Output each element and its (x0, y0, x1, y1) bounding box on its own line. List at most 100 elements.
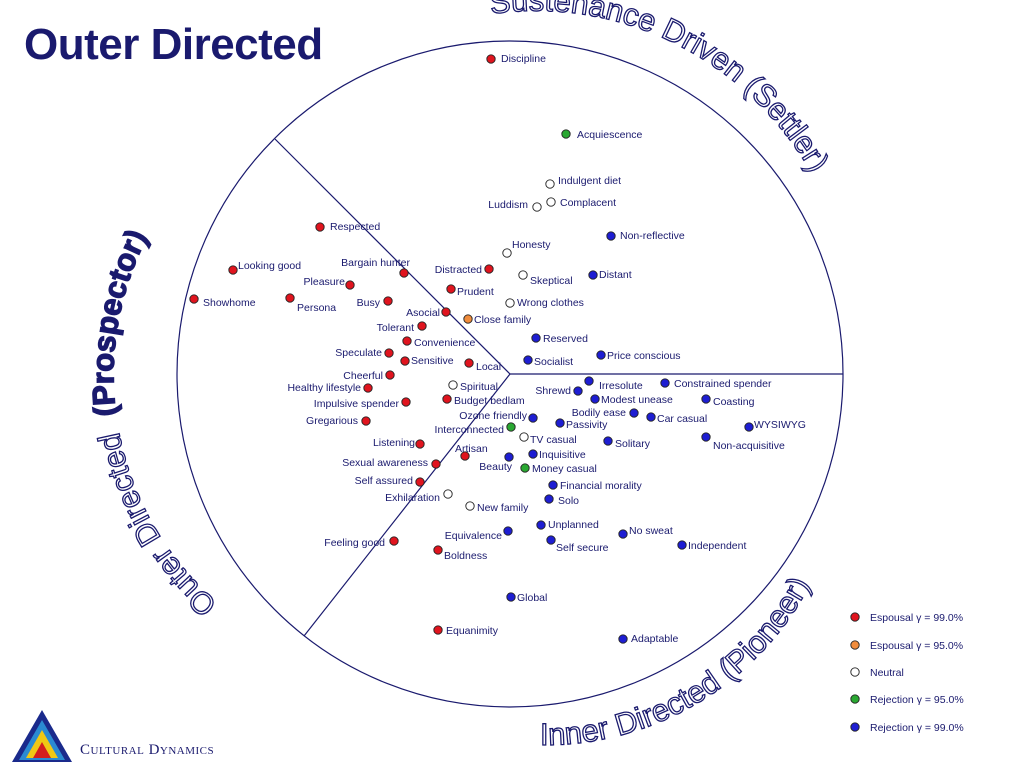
attribute-prudent: Prudent (446, 284, 494, 298)
attribute-label: Convenience (414, 337, 475, 349)
attribute-shrewd: Shrewd (535, 385, 583, 397)
attribute-dot (385, 370, 395, 380)
attribute-tolerant: Tolerant (377, 321, 427, 334)
attribute-convenience: Convenience (402, 336, 475, 349)
attribute-dot (590, 394, 600, 404)
attribute-label: Luddism (488, 199, 528, 211)
attribute-label: Interconnected (435, 424, 505, 436)
attribute-dot (399, 268, 409, 278)
attribute-new-family: New family (465, 501, 529, 514)
attribute-skeptical: Skeptical (518, 270, 573, 287)
attribute-solitary: Solitary (603, 436, 651, 450)
attribute-label: Exhilaration (385, 492, 440, 504)
attribute-label: Beauty (479, 461, 512, 473)
attribute-dot (618, 634, 628, 644)
attribute-persona: Persona (285, 293, 336, 314)
attribute-label: Passivity (566, 419, 608, 431)
attribute-dot (660, 378, 670, 388)
attribute-constrained-spender: Constrained spender (660, 378, 772, 390)
attribute-label: Distant (599, 269, 632, 281)
attribute-gregarious: Gregarious (306, 415, 371, 427)
attribute-dot (532, 202, 542, 212)
attribute-label: Honesty (512, 239, 551, 251)
attribute-distant: Distant (588, 269, 632, 281)
attribute-cheerful: Cheerful (343, 370, 395, 382)
attribute-label: WYSIWYG (754, 419, 806, 431)
attribute-label: Busy (357, 297, 381, 309)
segment-divider-upper (274, 138, 511, 375)
attribute-no-sweat: No sweat (618, 525, 673, 539)
attribute-label: Impulsive spender (314, 398, 400, 410)
attribute-label: Self assured (355, 475, 414, 487)
attribute-dot (505, 298, 515, 308)
attribute-dot (744, 422, 754, 432)
attribute-label: New family (477, 502, 529, 514)
legend: Espousal γ = 99.0%Espousal γ = 95.0%Neut… (850, 612, 964, 734)
attribute-label: Cheerful (343, 370, 383, 382)
legend-label: Neutral (870, 667, 904, 679)
attribute-label: Indulgent diet (558, 175, 621, 187)
attribute-dot (618, 529, 628, 539)
attribute-sexual-awareness: Sexual awareness (342, 457, 441, 469)
attribute-label: Self secure (556, 542, 609, 554)
attribute-dot (561, 129, 571, 139)
attribute-label: Coasting (713, 396, 755, 408)
attribute-dot (484, 264, 494, 274)
segment-title-settler: Sustenance Driven (Settler) (488, 0, 836, 177)
attribute-impulsive-spender: Impulsive spender (314, 397, 411, 410)
attribute-budget-bedlam: Budget bedlam (442, 394, 525, 407)
attribute-dot (548, 480, 558, 490)
attribute-dot (596, 350, 606, 360)
attribute-dot (443, 489, 453, 499)
attribute-dot (646, 412, 656, 422)
attribute-label: Skeptical (530, 275, 573, 287)
attribute-label: Looking good (238, 260, 301, 272)
attribute-dot (384, 348, 394, 358)
attribute-dot (400, 356, 410, 366)
attribute-label: Shrewd (535, 385, 571, 397)
attribute-busy: Busy (357, 296, 393, 309)
attribute-dot (442, 394, 452, 404)
attribute-dot (603, 436, 613, 446)
page-title: Outer Directed (24, 20, 323, 69)
attribute-dot (504, 452, 514, 462)
attribute-self-assured: Self assured (355, 475, 425, 487)
attribute-price-conscious: Price conscious (596, 350, 681, 362)
attribute-label: Ozone friendly (459, 410, 527, 422)
attribute-global: Global (506, 592, 547, 604)
attribute-dot (519, 432, 529, 442)
attribute-label: Price conscious (607, 350, 681, 362)
legend-item-rejection-99: Rejection γ = 99.0% (850, 722, 964, 734)
legend-swatch (850, 667, 860, 677)
legend-item-espousal-95: Espousal γ = 95.0% (850, 640, 963, 652)
attribute-dot (433, 545, 443, 555)
attribute-dot (441, 307, 451, 317)
attribute-label: Bodily ease (572, 407, 626, 419)
attribute-label: Close family (474, 314, 532, 326)
segment-title-prospector-main: Outer Directed (91, 430, 222, 624)
attribute-asocial: Asocial (406, 307, 451, 319)
attribute-spiritual: Spiritual (448, 380, 498, 393)
attribute-dot (448, 380, 458, 390)
attribute-dot (573, 386, 583, 396)
attribute-boldness: Boldness (433, 545, 487, 562)
attribute-dot (523, 355, 533, 365)
attribute-solo: Solo (544, 494, 579, 507)
attribute-showhome: Showhome (189, 294, 256, 309)
attribute-financial-morality: Financial morality (548, 480, 642, 492)
attribute-dot (446, 284, 456, 294)
attribute-dot (536, 520, 546, 530)
legend-swatch (850, 694, 860, 704)
attribute-dot (606, 231, 616, 241)
attribute-dot (518, 270, 528, 280)
attribute-distracted: Distracted (435, 264, 494, 276)
attribute-label: Tolerant (377, 322, 414, 334)
attribute-label: Irresolute (599, 380, 643, 392)
attribute-label: No sweat (629, 525, 673, 537)
attribute-label: Pleasure (304, 276, 346, 288)
attribute-label: Socialist (534, 356, 573, 368)
attribute-label: Money casual (532, 463, 597, 475)
attribute-label: Boldness (444, 550, 487, 562)
attribute-dot (486, 54, 496, 64)
attribute-dot (417, 321, 427, 331)
